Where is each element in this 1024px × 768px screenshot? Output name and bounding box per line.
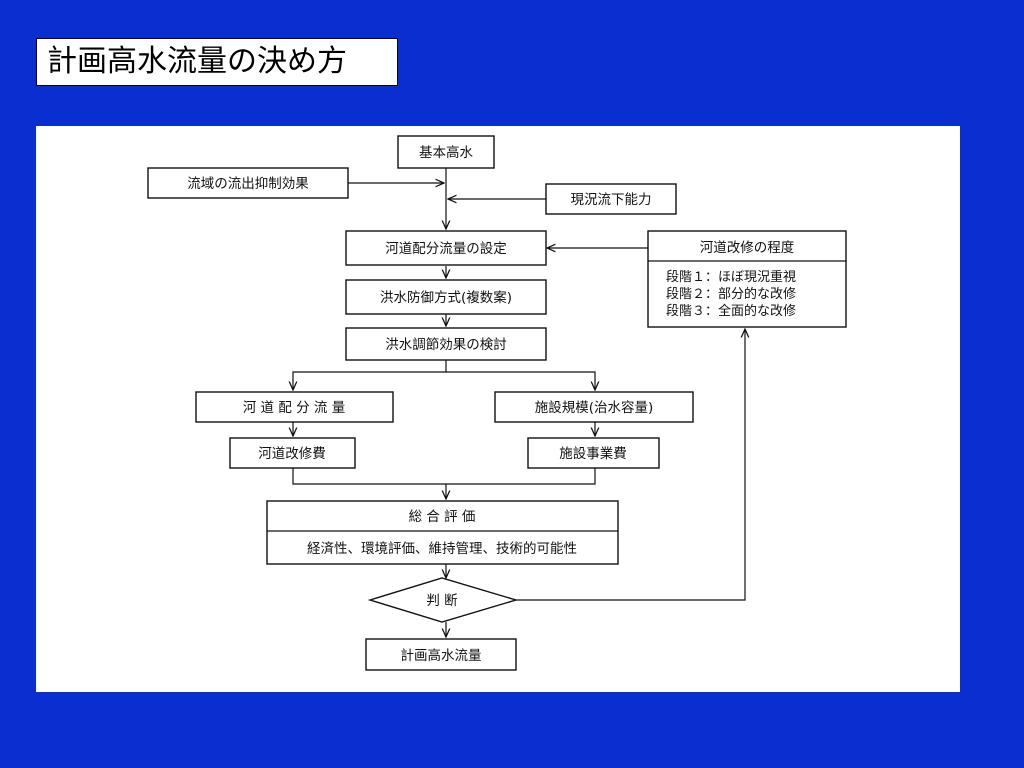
- current-capacity-label: 現況流下能力: [571, 192, 652, 208]
- arrow-judgment-feedback: [516, 329, 745, 601]
- overall-evaluation-label: 総 合 評 価: [409, 509, 476, 525]
- flood-method-label: 洪水防御方式(複数案): [380, 289, 512, 306]
- allocation-setting-label: 河道配分流量の設定: [385, 241, 507, 257]
- evaluation-items-label: 経済性、環境評価、維持管理、技術的可能性: [307, 541, 577, 557]
- node-planned-flood-flow: 計画高水流量: [365, 638, 517, 671]
- basin-effect-label: 流域の流出抑制効果: [187, 176, 309, 192]
- basic-flood-label: 基本高水: [419, 144, 473, 161]
- facility-scale-label: 施設規模(治水容量): [535, 399, 654, 416]
- node-allocation-setting: 河道配分流量の設定: [345, 230, 547, 266]
- node-river-improvement-cost: 河道改修費: [229, 437, 356, 469]
- stage3-text: 段階３：全面的な改修: [666, 303, 796, 319]
- stage1-text: 段階１：ほぼ現況重視: [666, 269, 796, 285]
- node-basin-effect: 流域の流出抑制効果: [147, 167, 349, 199]
- node-flood-control-review: 洪水調節効果の検討: [345, 327, 547, 361]
- stage2-text: 段階２：部分的な改修: [666, 286, 796, 302]
- node-current-capacity: 現況流下能力: [545, 183, 677, 215]
- node-flood-method: 洪水防御方式(複数案): [345, 279, 547, 315]
- connectors: [293, 168, 745, 637]
- node-improvement-degree: 河道改修の程度 段階１：ほぼ現況重視 段階２：部分的な改修 段階３：全面的な改修: [647, 230, 847, 328]
- node-overall-evaluation: 総 合 評 価 経済性、環境評価、維持管理、技術的可能性: [266, 500, 619, 565]
- river-allocation-label: 河 道 配 分 流 量: [243, 400, 345, 416]
- flowchart: 基本高水 流域の流出抑制効果 現況流下能力 河道配分流量の設定 河道改修の程度 …: [147, 135, 847, 671]
- node-facility-cost: 施設事業費: [527, 437, 660, 469]
- judgment-label: 判 断: [426, 593, 457, 609]
- arrow-review-to-facility: [446, 371, 595, 390]
- node-judgment: 判 断: [367, 577, 519, 623]
- node-basic-flood: 基本高水: [397, 135, 495, 169]
- page-title: 計画高水流量の決め方: [36, 38, 398, 86]
- planned-flood-flow-label: 計画高水流量: [401, 647, 482, 664]
- facility-cost-label: 施設事業費: [559, 446, 627, 462]
- node-river-allocation: 河 道 配 分 流 量: [195, 391, 394, 423]
- flowchart-panel: 基本高水 流域の流出抑制効果 現況流下能力 河道配分流量の設定 河道改修の程度 …: [36, 126, 960, 692]
- improvement-degree-title: 河道改修の程度: [700, 240, 795, 256]
- river-improvement-cost-label: 河道改修費: [258, 446, 326, 462]
- arrow-review-to-allocation: [293, 360, 447, 390]
- line-costs-merge: [292, 468, 596, 485]
- flood-control-review-label: 洪水調節効果の検討: [385, 337, 507, 353]
- node-facility-scale: 施設規模(治水容量): [494, 391, 694, 423]
